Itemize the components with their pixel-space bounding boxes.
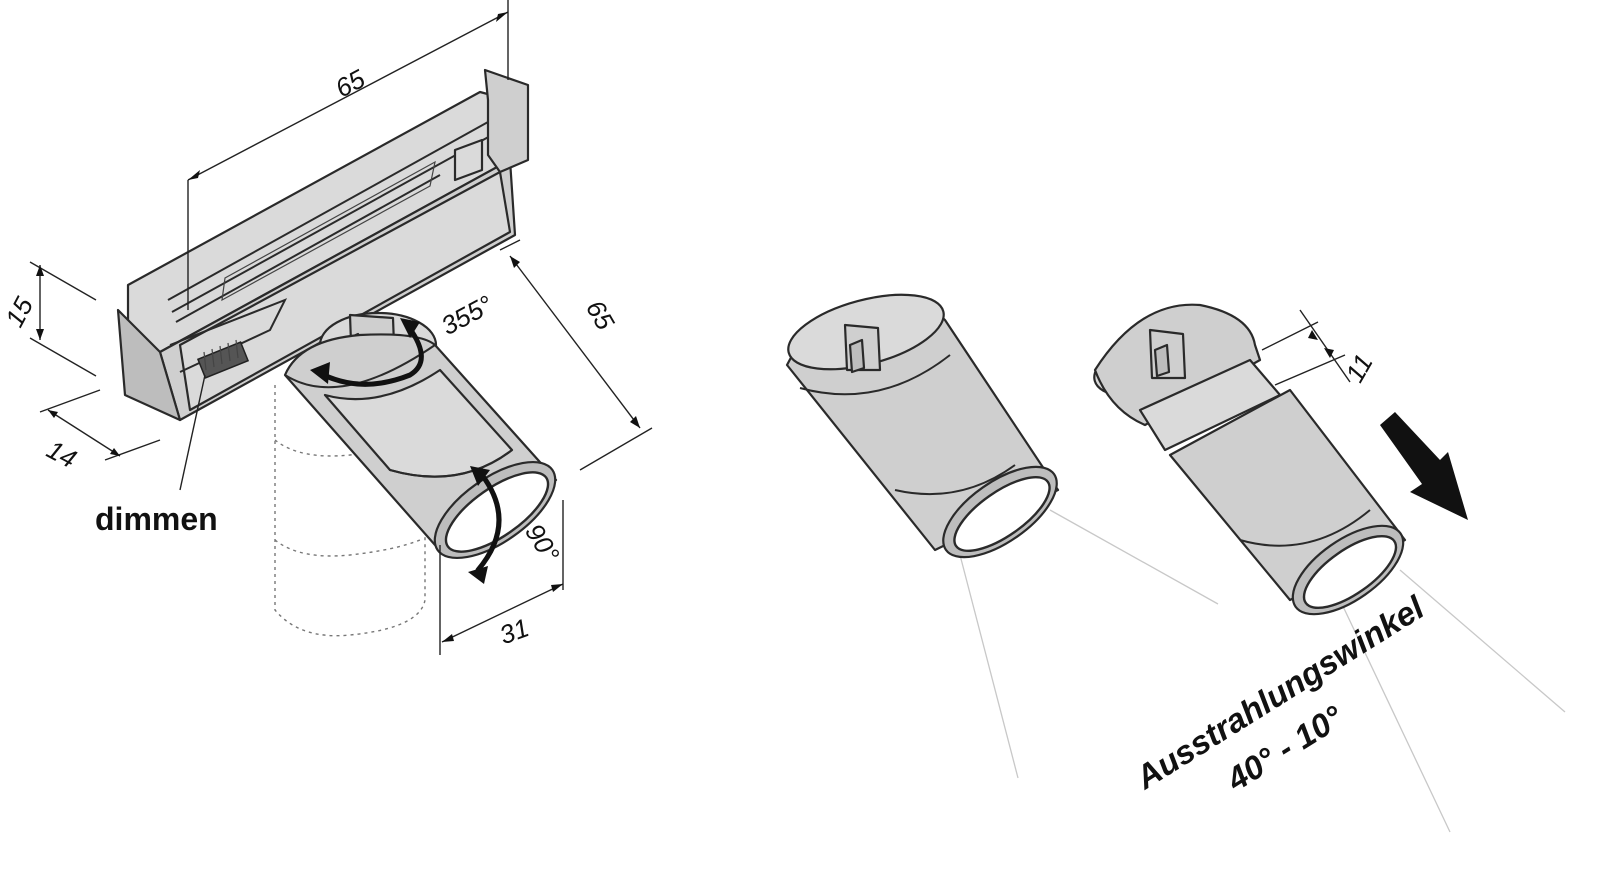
rotation-arrow-355: [310, 318, 424, 387]
ghost-head-position: [274, 385, 426, 637]
spotlight-head-narrow: [1093, 303, 1407, 616]
dimension-arm-length: 65: [580, 295, 621, 336]
beam-lines: [959, 509, 1566, 833]
dimension-lines-left: [29, 0, 653, 655]
dimension-head-diameter: 31: [495, 612, 532, 650]
extension-direction-arrow: [1380, 412, 1468, 520]
dimension-arrowheads-left: [36, 12, 640, 642]
dimming-label: dimmen: [95, 501, 218, 537]
spotlight-head: [283, 333, 558, 560]
spotlight-head-wide: [785, 293, 1060, 559]
beam-angle-view: 11 Ausstrahlungswinkel 40° - 10°: [785, 293, 1566, 833]
dimension-height: 15: [0, 292, 39, 332]
tilt-arrow-90: [468, 466, 502, 584]
track-adapter-view: 65 15 14 65 355° 90° 31 dimmen: [0, 0, 653, 655]
dimension-track-length: 65: [330, 63, 370, 103]
dimension-extension: 11: [1339, 349, 1378, 387]
track-adapter: [116, 68, 530, 422]
dimmer-slider: [196, 341, 250, 379]
rotation-angle-label: 355°: [436, 289, 498, 341]
dimension-lines-right: [1261, 309, 1351, 386]
dimension-width: 14: [42, 434, 82, 474]
dimension-arrowheads-right: [1308, 330, 1334, 358]
